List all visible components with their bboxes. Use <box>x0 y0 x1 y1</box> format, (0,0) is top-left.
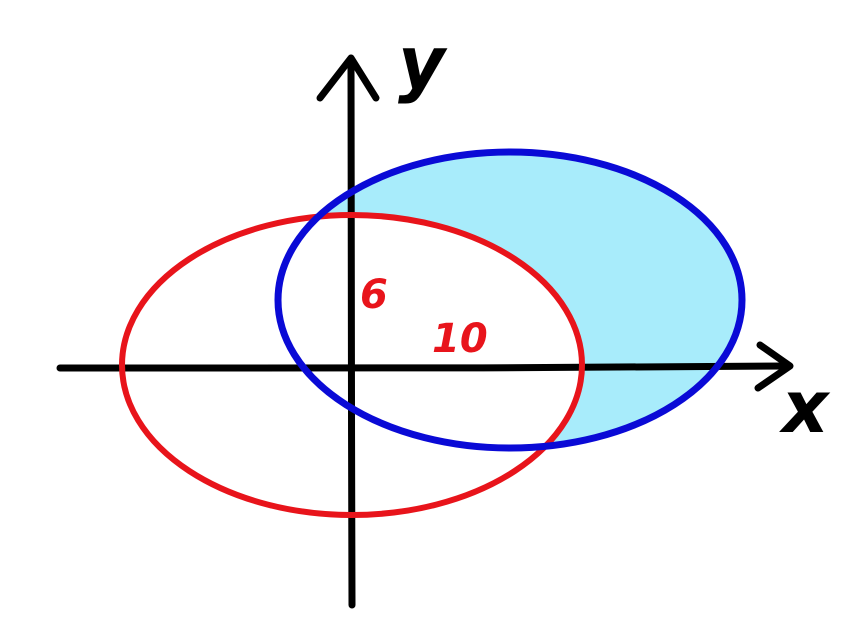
shaded-region <box>278 152 742 448</box>
x-axis <box>56 341 794 392</box>
red-ellipse <box>119 212 585 518</box>
y-axis-label: y <box>398 21 448 105</box>
y-axis <box>316 54 380 609</box>
semi-minor-label: 6 <box>360 272 388 318</box>
x-axis-arrow <box>754 341 794 392</box>
y-axis-arrow <box>316 54 380 102</box>
x-axis-label: x <box>779 365 831 449</box>
semi-major-label: 10 <box>432 316 488 362</box>
blue-ellipse <box>274 148 746 452</box>
